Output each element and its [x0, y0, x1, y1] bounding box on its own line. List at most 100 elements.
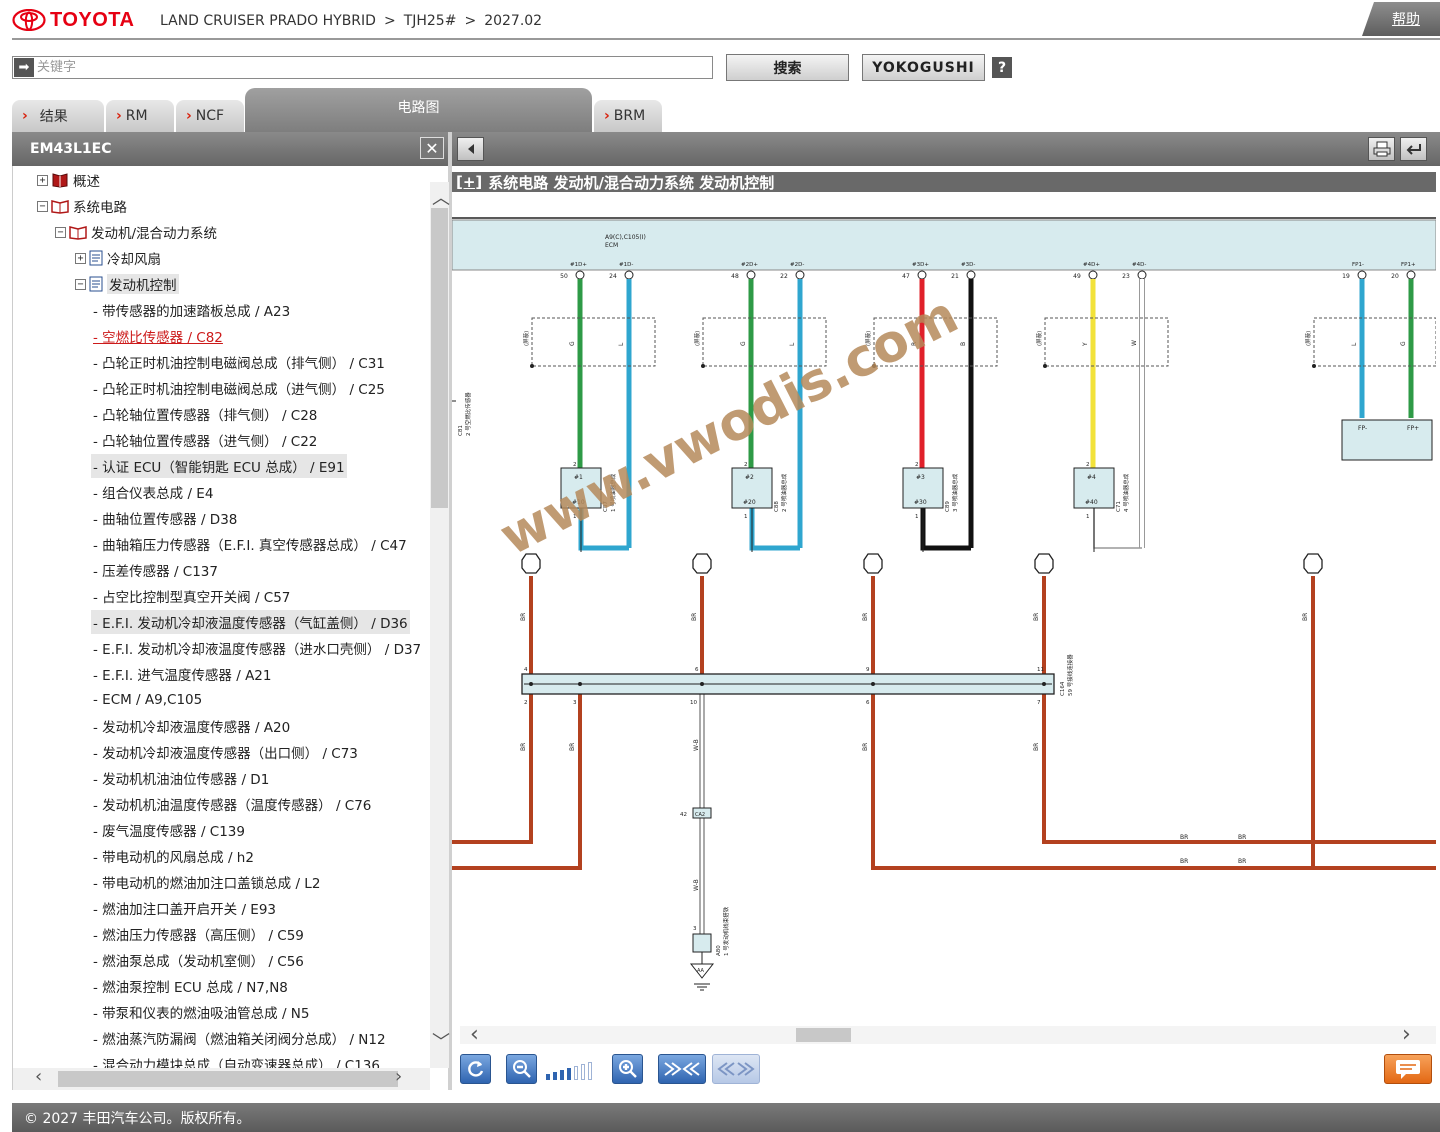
- search-input[interactable]: [34, 57, 712, 78]
- zoom-out-button[interactable]: [506, 1054, 537, 1084]
- print-button[interactable]: [1368, 137, 1395, 161]
- component-item[interactable]: - 燃油加注口盖开启开关 / E93: [93, 902, 277, 918]
- diagram-scroll-thumb[interactable]: [796, 1028, 851, 1042]
- shield-label: (屏蔽): [1035, 331, 1043, 346]
- component-item[interactable]: - 发动机冷却液温度传感器（出口侧） / C73: [93, 746, 358, 762]
- help-link[interactable]: 帮助: [1362, 2, 1440, 36]
- tab-rm[interactable]: › RM: [106, 100, 174, 132]
- zoom-step[interactable]: [553, 1072, 557, 1080]
- component-item[interactable]: - 燃油压力传感器（高压侧） / C59: [93, 928, 304, 944]
- component-item[interactable]: - 发动机机油温度传感器（温度传感器） / C76: [93, 798, 372, 814]
- component-item[interactable]: - 发动机冷却液温度传感器 / A20: [93, 720, 291, 736]
- tab-results[interactable]: › 结果: [12, 100, 104, 132]
- search-arrow-icon[interactable]: ➡: [14, 58, 34, 77]
- injector-pin: 2: [915, 462, 919, 468]
- component-item[interactable]: - 凸轮轴位置传感器（进气侧） / C22: [93, 434, 318, 450]
- breadcrumb-model[interactable]: LAND CRUISER PRADO HYBRID: [160, 13, 376, 29]
- scroll-down-icon[interactable]: ﹀: [432, 1032, 450, 1053]
- tree-node-system-circuit[interactable]: − 系统电路: [37, 194, 127, 218]
- zoom-step[interactable]: [581, 1064, 585, 1080]
- expand-icon[interactable]: +: [75, 252, 86, 264]
- component-item[interactable]: - 带电动机的燃油加注口盖锁总成 / L2: [93, 876, 321, 892]
- component-item[interactable]: - 带电动机的风扇总成 / h2: [93, 850, 254, 866]
- zoom-step[interactable]: [574, 1066, 578, 1080]
- component-item[interactable]: - 带传感器的加速踏板总成 / A23: [93, 304, 291, 320]
- close-panel-button[interactable]: ✕: [420, 137, 444, 159]
- expand-icon[interactable]: +: [37, 174, 48, 186]
- component-item[interactable]: - 废气温度传感器 / C139: [93, 824, 245, 840]
- component-item[interactable]: - 燃油蒸汽防漏阀（燃油箱关闭阀分总成） / N12: [93, 1032, 386, 1048]
- component-item[interactable]: - 曲轴箱压力传感器（E.F.I. 真空传感器总成） / C47: [93, 538, 407, 554]
- copyright: © 2027 丰田汽车公司。版权所有。: [24, 1110, 251, 1127]
- component-item[interactable]: - 燃油泵总成（发动机室侧） / C56: [93, 954, 304, 970]
- component-item[interactable]: - 混合动力模块总成（自动变速器总成） / C136: [93, 1058, 380, 1068]
- collapse-icon[interactable]: −: [55, 226, 66, 238]
- tab-brm[interactable]: › BRM: [594, 100, 662, 132]
- tree-node-overview[interactable]: + 概述: [37, 168, 100, 192]
- horizontal-scroll-thumb[interactable]: [58, 1071, 398, 1087]
- tree-node-engine-control[interactable]: − 发动机控制: [75, 272, 179, 296]
- diagram-scroll-left-icon[interactable]: ‹: [470, 1022, 479, 1047]
- search-box: ➡: [12, 56, 713, 79]
- vertical-scroll-thumb[interactable]: [431, 208, 448, 508]
- component-item[interactable]: - 占空比控制型真空开关阀 / C57: [93, 590, 291, 606]
- component-item[interactable]: - ECM / A9,C105: [93, 692, 203, 708]
- component-item[interactable]: - 凸轮正时机油控制电磁阀总成（排气侧） / C31: [93, 356, 385, 372]
- signal-wires: [452, 279, 1436, 936]
- collapse-icon[interactable]: −: [75, 278, 86, 290]
- component-item[interactable]: - 曲轴位置传感器 / D38: [93, 512, 238, 528]
- tab-ncf[interactable]: › NCF: [176, 100, 244, 132]
- injector-box: [1073, 467, 1115, 509]
- fit-width-button[interactable]: [658, 1054, 706, 1084]
- zoom-step[interactable]: [567, 1068, 571, 1080]
- expand-title-button[interactable]: [+]: [456, 173, 483, 191]
- junction-node: [871, 682, 875, 686]
- toyota-logo[interactable]: TOYOTA: [12, 8, 134, 32]
- panel-splitter[interactable]: [448, 132, 452, 1090]
- component-item[interactable]: - E.F.I. 发动机冷却液温度传感器（气缸盖侧） / D36: [91, 610, 410, 634]
- component-item[interactable]: - 认证 ECU（智能钥匙 ECU 总成） / E91: [91, 454, 347, 478]
- watermark-text: www.vwodis.com: [491, 285, 968, 568]
- diagram-horizontal-scrollbar[interactable]: [460, 1026, 1436, 1044]
- component-item[interactable]: - 发动机机油油位传感器 / D1: [93, 772, 270, 788]
- breadcrumb-code[interactable]: TJH25#: [403, 13, 457, 29]
- feedback-button[interactable]: [1384, 1054, 1432, 1084]
- component-item[interactable]: - 带泵和仪表的燃油吸油管总成 / N5: [93, 1006, 310, 1022]
- fit-page-button[interactable]: [712, 1054, 760, 1084]
- tree-node-cooling-fan[interactable]: + 冷却风扇: [75, 246, 161, 270]
- wire-label: BR: [1238, 858, 1246, 865]
- component-item[interactable]: - 燃油泵控制 ECU 总成 / N7,N8: [93, 980, 288, 996]
- component-item[interactable]: - 空燃比传感器 / C82: [93, 330, 223, 346]
- scroll-up-icon[interactable]: ︿: [432, 188, 450, 209]
- fuel-pump-pin: FP-: [1358, 425, 1367, 432]
- scroll-right-icon[interactable]: ›: [395, 1066, 403, 1087]
- injector-pin: 1: [744, 514, 748, 520]
- back-button[interactable]: [457, 137, 484, 161]
- junction-node: [700, 682, 704, 686]
- breadcrumb-date[interactable]: 2027.02: [484, 13, 543, 29]
- zoom-step[interactable]: [546, 1074, 550, 1080]
- help-question-button[interactable]: ?: [992, 57, 1012, 78]
- scroll-left-icon[interactable]: ‹: [35, 1066, 43, 1087]
- diagram-scroll-right-icon[interactable]: ›: [1402, 1022, 1411, 1047]
- collapse-icon[interactable]: −: [37, 200, 48, 212]
- component-item[interactable]: - 凸轮轴位置传感器（排气侧） / C28: [93, 408, 318, 424]
- tree-node-engine-hybrid[interactable]: − 发动机/混合动力系统: [55, 220, 217, 244]
- tree-node-label: 系统电路: [73, 200, 127, 216]
- component-item[interactable]: - E.F.I. 进气温度传感器 / A21: [93, 668, 272, 684]
- zoom-step[interactable]: [588, 1062, 592, 1080]
- pin-terminal: [575, 270, 585, 280]
- zoom-step[interactable]: [560, 1070, 564, 1080]
- component-item[interactable]: - 压差传感器 / C137: [93, 564, 218, 580]
- search-button[interactable]: 搜索: [726, 54, 849, 81]
- return-button[interactable]: [1400, 137, 1427, 161]
- refresh-button[interactable]: [460, 1054, 491, 1084]
- wire-label: BR: [1180, 858, 1188, 865]
- yokogushi-button[interactable]: YOKOGUSHI: [862, 54, 985, 81]
- component-item[interactable]: - 组合仪表总成 / E4: [93, 486, 214, 502]
- component-item[interactable]: - E.F.I. 发动机冷却液温度传感器（进水口壳侧） / D37: [93, 642, 422, 658]
- tab-wiring-diagram[interactable]: 电路图: [245, 88, 592, 132]
- component-item[interactable]: - 凸轮正时机油控制电磁阀总成（进气侧） / C25: [93, 382, 385, 398]
- zoom-in-button[interactable]: [612, 1054, 643, 1084]
